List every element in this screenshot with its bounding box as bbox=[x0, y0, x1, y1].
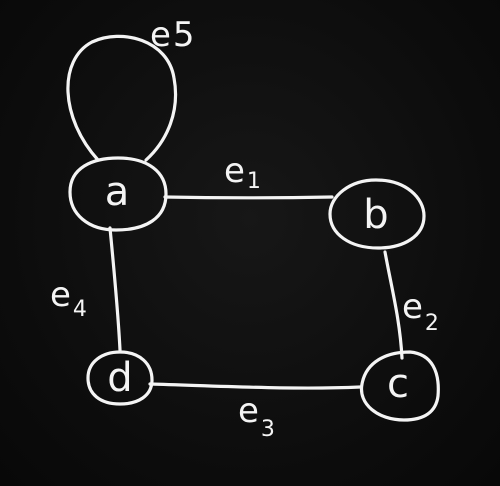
edge-e2-label: e2 bbox=[402, 287, 439, 336]
node-b: b bbox=[328, 178, 426, 250]
edge-e4 bbox=[108, 226, 122, 352]
node-d-label: d bbox=[107, 355, 132, 401]
node-a: a bbox=[68, 156, 168, 232]
edge-e1-label: e1 bbox=[224, 151, 261, 194]
edge-e1 bbox=[163, 195, 334, 200]
edge-e5 bbox=[66, 34, 178, 162]
edge-e3 bbox=[148, 382, 362, 390]
node-c: c bbox=[359, 350, 440, 422]
edge-e4-label: e4 bbox=[50, 275, 87, 322]
edge-e2 bbox=[383, 250, 404, 360]
node-d: d bbox=[86, 350, 154, 406]
node-b-label: b bbox=[363, 192, 388, 238]
node-c-label: c bbox=[387, 361, 409, 407]
edge-e5-label: e5 bbox=[150, 15, 195, 55]
node-a-label: a bbox=[105, 169, 130, 215]
edge-e3-label: e3 bbox=[238, 391, 275, 442]
